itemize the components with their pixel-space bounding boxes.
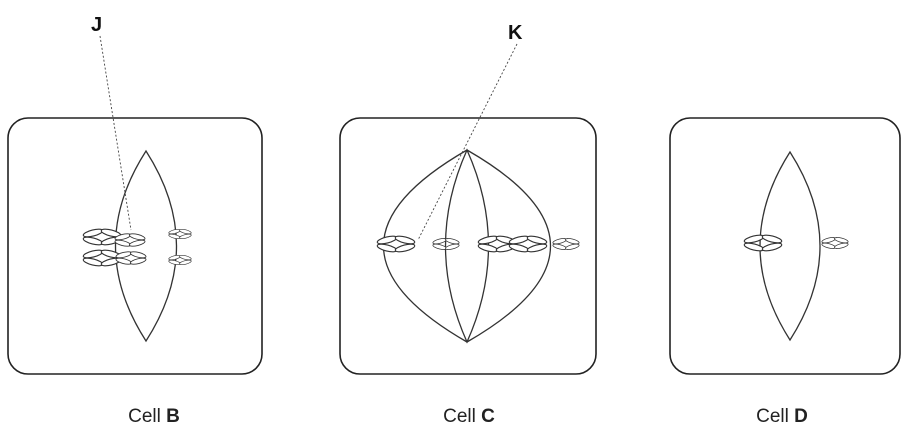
pointer-label-k: K <box>508 22 523 44</box>
cell-b-caption-prefix: Cell <box>128 406 161 427</box>
pointer-label-j: J <box>91 14 102 36</box>
cell-c-caption-letter: C <box>481 406 495 427</box>
cell-b-caption-letter: B <box>166 406 180 427</box>
pointer-j-line <box>99 35 132 231</box>
cell-c-inner-spindle <box>444 148 490 344</box>
cell-d <box>669 117 901 375</box>
cell-d-caption: Cell D <box>756 406 808 428</box>
cell-b-caption: Cell B <box>128 406 180 428</box>
cell-d-caption-prefix: Cell <box>756 406 789 427</box>
pointer-k-line <box>417 43 518 241</box>
cell-d-spindle <box>759 150 821 342</box>
cell-c: K <box>339 22 597 375</box>
cell-d-caption-letter: D <box>794 406 808 427</box>
cell-c-outline <box>339 117 597 375</box>
cell-c-caption: Cell C <box>443 406 495 428</box>
cell-b-spindle <box>114 149 178 343</box>
cell-d-outline <box>669 117 901 375</box>
cell-b: J <box>7 14 263 375</box>
cell-c-caption-prefix: Cell <box>443 406 476 427</box>
